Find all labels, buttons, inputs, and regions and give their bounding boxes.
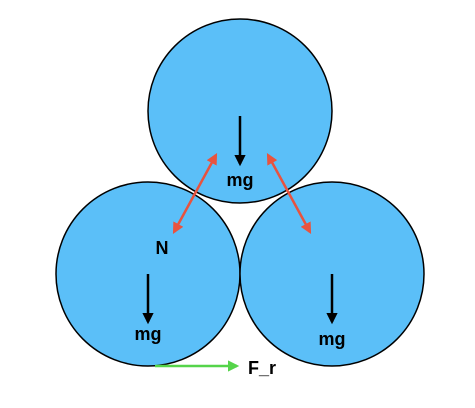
- normal-force-arrow-left: [172, 153, 218, 234]
- friction-label: F_r: [248, 358, 276, 378]
- normal-force-label: N: [156, 238, 169, 258]
- weight-label-bottom-right: mg: [319, 329, 346, 349]
- weight-label-bottom-left: mg: [135, 324, 162, 344]
- weight-label-top: mg: [227, 170, 254, 190]
- normal-force-arrow-right: [266, 153, 312, 234]
